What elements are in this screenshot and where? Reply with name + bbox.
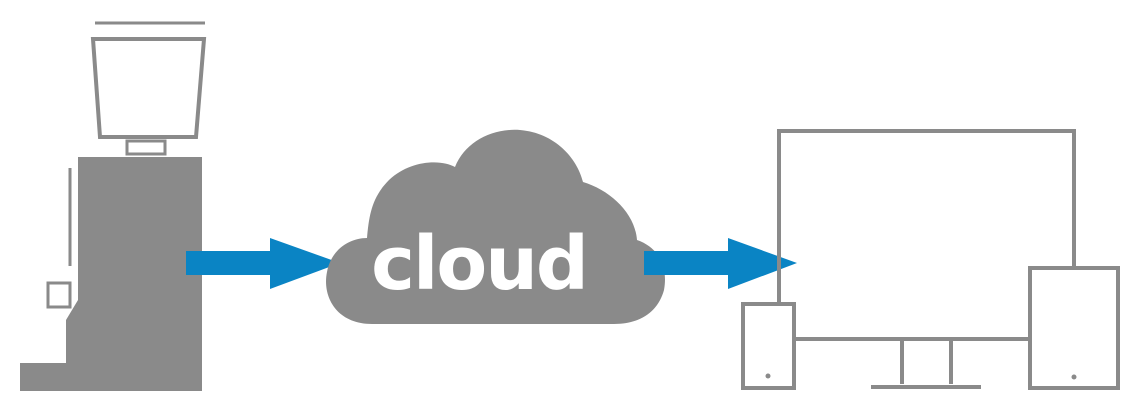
- cloud-icon: cloud: [326, 129, 665, 324]
- grinder-hopper: [90, 37, 207, 139]
- grinder-body: [20, 157, 202, 391]
- grinder-tab: [46, 281, 72, 309]
- phone-button: [765, 373, 771, 379]
- arrow-right-icon: [186, 238, 340, 289]
- grinder-neck: [125, 139, 167, 156]
- cloud-label: cloud: [371, 221, 587, 307]
- arrow-right-icon: [644, 238, 797, 289]
- tablet-button: [1071, 374, 1077, 380]
- tablet-body: [1028, 266, 1120, 390]
- monitor-screen: [777, 129, 1076, 341]
- tablet-icon: [1028, 266, 1120, 390]
- coffee-grinder-icon: [20, 21, 207, 391]
- phone-icon: [741, 302, 796, 390]
- monitor-icon: [777, 129, 1076, 389]
- cloud-shape: [326, 129, 665, 324]
